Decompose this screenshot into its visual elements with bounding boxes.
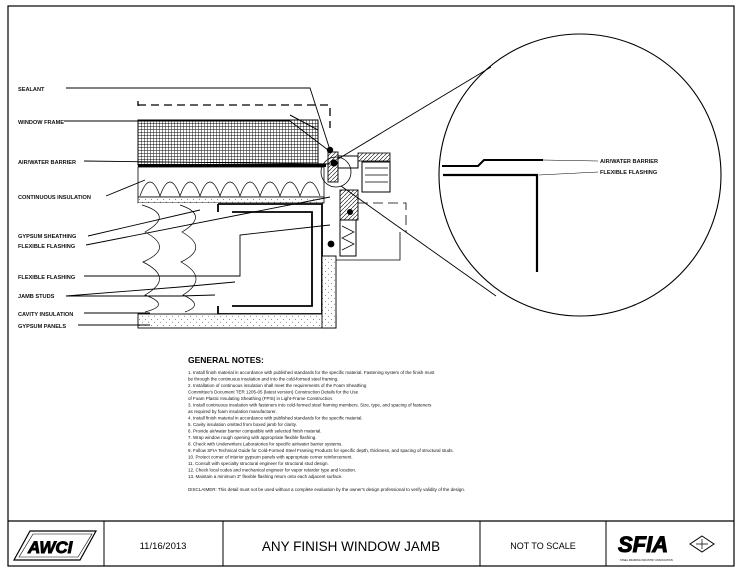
note-line: 11. Consult with specialty structural en… xyxy=(188,461,329,466)
detail-callout-circle xyxy=(320,156,352,188)
label-continuous-insulation: CONTINUOUS INSULATION xyxy=(18,195,91,201)
title-block: AWCI 11/16/2013 ANY FINISH WINDOW JAMB N… xyxy=(12,521,715,566)
title-block-scale: NOT TO SCALE xyxy=(510,541,576,551)
jamb-stud-inner xyxy=(232,211,313,307)
sfia-mark-icon xyxy=(689,535,715,553)
sfia-logo: SFIA STEEL FRAMING INDUSTRY ASSOCIATION xyxy=(618,532,715,562)
note-line: 10. Protect corner of interior gypsum pa… xyxy=(188,455,353,460)
note-line: as required by foam insulation manufactu… xyxy=(188,409,277,414)
label-gypsum-sheathing: GYPSUM SHEATHING xyxy=(18,234,76,240)
note-line: 9. Follow SFIA Technical Guide for Cold-… xyxy=(188,448,454,453)
note-line: 13. Maintain a minimum 3" flexible flash… xyxy=(188,474,343,479)
label-gypsum-panels: GYPSUM PANELS xyxy=(18,324,66,330)
leader-lines xyxy=(64,87,331,326)
note-line: of Foam Plastic Insulating Sheathing (FP… xyxy=(188,396,333,401)
note-line: be through the continuous insulation and… xyxy=(188,377,338,382)
note-line: 5. Cavity insulation omitted from boxed … xyxy=(188,422,297,427)
note-line: 12. Check local codes and mechanical eng… xyxy=(188,468,356,473)
sheet-border xyxy=(7,5,735,567)
label-sealant: SEALANT xyxy=(18,87,45,93)
note-line: 7. Wrap window rough opening with approp… xyxy=(188,435,317,440)
note-line: 3. Install continuous insulation with fa… xyxy=(188,403,432,408)
label-air-water-barrier: AIR/WATER BARRIER xyxy=(18,160,76,166)
svg-text:SFIA: SFIA xyxy=(618,532,668,557)
label-window-frame: WINDOW FRAME xyxy=(18,120,64,126)
detail-flexible-flashing-line xyxy=(443,173,539,272)
detail-label-air-water-barrier: AIR/WATER BARRIER xyxy=(600,159,658,165)
awci-logo: AWCI xyxy=(12,530,98,561)
label-flexible-flashing-1: FLEXIBLE FLASHING xyxy=(18,244,75,250)
title-block-title: ANY FINISH WINDOW JAMB xyxy=(262,539,440,554)
note-line: 6. Provide air/water barrier compatible … xyxy=(188,429,322,434)
general-notes: GENERAL NOTES: 1. Install finish materia… xyxy=(188,355,465,492)
detail-air-water-barrier-line xyxy=(442,159,543,167)
detail-label-flexible-flashing: FLEXIBLE FLASHING xyxy=(600,170,657,176)
note-line: 1. Install finish material in accordance… xyxy=(188,370,435,375)
svg-text:AWCI: AWCI xyxy=(27,538,74,557)
enlarged-detail-circle xyxy=(438,33,722,317)
svg-text:STEEL FRAMING INDUSTRY ASSOCIA: STEEL FRAMING INDUSTRY ASSOCIATION xyxy=(620,558,673,562)
gypsum-panels xyxy=(137,313,337,329)
notes-title: GENERAL NOTES: xyxy=(188,355,264,365)
note-line: 4. Install finish material in accordance… xyxy=(188,416,363,421)
note-line: 8. Check with Underwriters Laboratories … xyxy=(188,442,343,447)
enlarged-detail: AIR/WATER BARRIER FLEXIBLE FLASHING xyxy=(337,33,722,317)
notes-disclaimer: DISCLAIMER: This detail must not be used… xyxy=(188,487,465,492)
label-cavity-insulation: CAVITY INSULATION xyxy=(18,312,73,318)
gypsum-sheathing xyxy=(137,196,325,204)
main-section-drawing xyxy=(137,101,407,329)
label-flexible-flashing-2: FLEXIBLE FLASHING xyxy=(18,275,75,281)
label-jamb-studs: JAMB STUDS xyxy=(18,294,55,300)
title-block-date: 11/16/2013 xyxy=(140,541,187,552)
note-line: Committee's Document TER 1205-05 (latest… xyxy=(188,390,359,395)
note-line: 2. Installation of continuous insulation… xyxy=(188,383,367,388)
window-frame-mesh xyxy=(137,119,319,166)
